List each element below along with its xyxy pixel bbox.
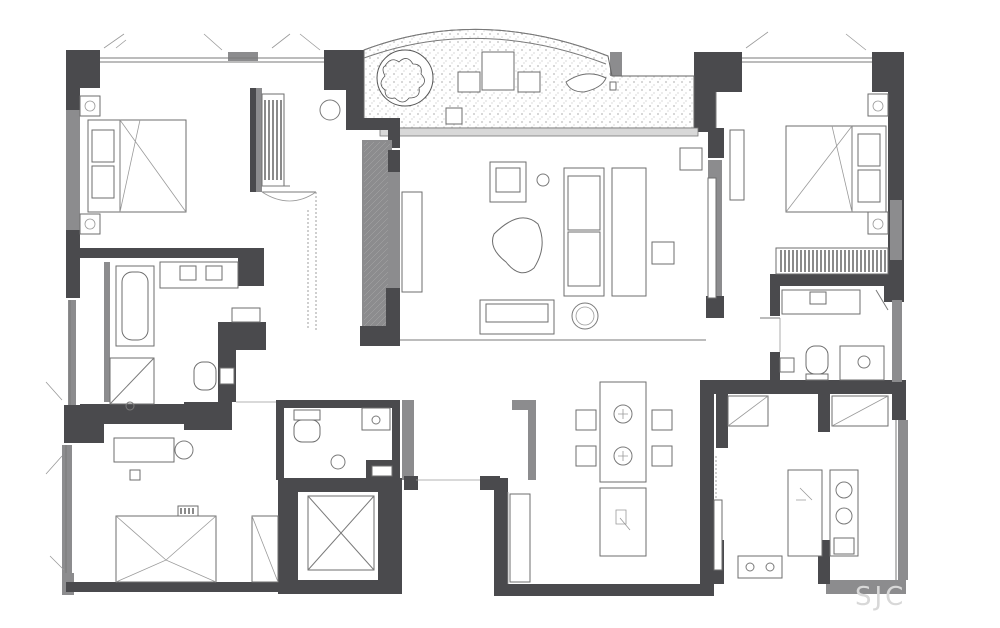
windows (45, 31, 897, 580)
dining-area (507, 381, 673, 584)
left-bathroom (109, 261, 261, 411)
guest-wc (293, 407, 393, 477)
exterior-walls (62, 50, 908, 596)
doors (236, 191, 781, 481)
second-bedroom (113, 437, 279, 583)
kitchen (713, 395, 889, 579)
right-bathroom (760, 289, 889, 381)
master-bedroom (79, 93, 341, 330)
watermark-text: SJC (855, 582, 907, 612)
living-room (400, 147, 717, 341)
guest-bedroom (715, 92, 889, 275)
elevator-shaft (307, 495, 375, 571)
balcony (363, 28, 699, 137)
